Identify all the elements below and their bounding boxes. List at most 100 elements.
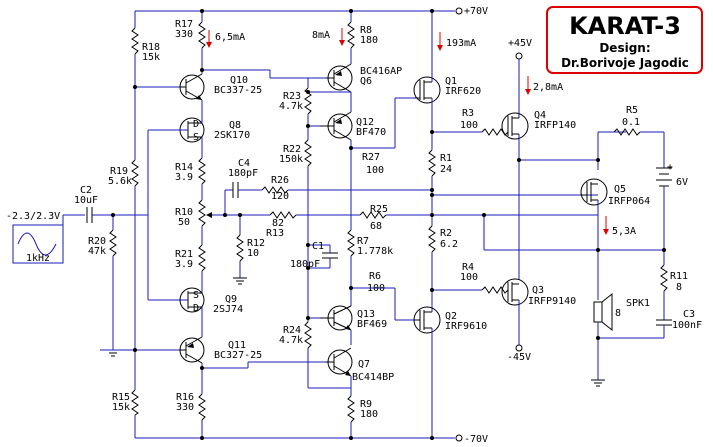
title-design: Design: <box>599 41 650 55</box>
svg-text:R1: R1 <box>440 153 452 164</box>
svg-text:150k: 150k <box>279 154 303 165</box>
svg-text:R12: R12 <box>247 238 265 249</box>
title-box: KARAT-3 Design: Dr.Borivoje Jagodic <box>546 6 703 74</box>
current-arrow-q4: 2,8mA <box>525 76 563 95</box>
q8-jfet: D S Q8 2SK170 <box>179 117 250 143</box>
q6-transistor: BC416AP Q6 <box>326 63 402 93</box>
r21-resistor: R21 3.9 <box>175 226 206 272</box>
r9-resistor: R9 180 <box>347 395 378 423</box>
neg-rail-label: -70V <box>464 434 488 445</box>
svg-text:4.7k: 4.7k <box>279 335 303 346</box>
svg-text:R6: R6 <box>369 271 381 282</box>
svg-text:8: 8 <box>615 308 621 319</box>
svg-text:82: 82 <box>272 218 284 229</box>
r7-resistor: R7 1.778k <box>347 229 393 257</box>
q7-transistor: Q7 BC414BP <box>326 347 394 383</box>
r12-resistor: R12 10 <box>233 215 265 285</box>
q4-mosfet: Q4 IRFP140 <box>501 110 576 140</box>
pos45-label: +45V <box>508 38 532 49</box>
r23-resistor: R23 4.7k <box>279 78 312 115</box>
svg-text:100: 100 <box>460 272 478 283</box>
svg-text:Q3: Q3 <box>532 285 544 296</box>
c3-capacitor: C3 100nF <box>656 309 702 331</box>
svg-text:IRFP064: IRFP064 <box>608 196 650 207</box>
svg-text:47k: 47k <box>88 246 106 257</box>
r16-resistor: R16 330 <box>176 392 206 421</box>
r15-resistor: R15 15k <box>112 389 139 416</box>
svg-text:Q5: Q5 <box>614 184 626 195</box>
svg-text:R22: R22 <box>283 144 301 155</box>
svg-text:Q4: Q4 <box>534 110 546 121</box>
r3-resistor: R3 100 <box>460 108 509 136</box>
svg-text:R16: R16 <box>176 392 194 403</box>
svg-text:C4: C4 <box>238 158 250 169</box>
svg-text:Q10: Q10 <box>230 75 248 86</box>
svg-text:R9: R9 <box>360 399 372 410</box>
current-arrow-q1: 193mA <box>437 32 476 51</box>
svg-text:68: 68 <box>370 221 382 232</box>
svg-text:C2: C2 <box>80 185 92 196</box>
title-name: KARAT-3 <box>569 12 681 40</box>
q1-mosfet: Q1 IRF620 <box>413 76 481 104</box>
pos45-terminal <box>515 52 523 60</box>
svg-text:24: 24 <box>440 164 452 175</box>
junction-dots <box>111 9 666 440</box>
r22-resistor: R22 150k <box>279 139 312 167</box>
svg-text:Q7: Q7 <box>358 359 370 370</box>
svg-text:5.6k: 5.6k <box>108 176 132 187</box>
svg-text:R11: R11 <box>670 271 688 282</box>
r25-resistor: R25 68 <box>359 204 598 232</box>
svg-text:Q11: Q11 <box>228 340 246 351</box>
svg-text:IRF9610: IRF9610 <box>445 321 487 332</box>
svg-text:BC327-25: BC327-25 <box>214 350 262 361</box>
pos-rail-terminal <box>455 7 463 15</box>
svg-text:3.9: 3.9 <box>175 259 193 270</box>
svg-text:BC337-25: BC337-25 <box>214 85 262 96</box>
svg-text:S: S <box>193 290 199 301</box>
r26-resistor: R26 120 <box>261 175 432 202</box>
r13-resistor: 82 R13 <box>266 211 360 239</box>
svg-text:R23: R23 <box>283 91 301 102</box>
svg-text:IRFP9140: IRFP9140 <box>528 296 576 307</box>
svg-text:C1: C1 <box>312 241 324 252</box>
svg-text:BF470: BF470 <box>356 127 386 138</box>
svg-text:SPK1: SPK1 <box>626 298 650 309</box>
r11-resistor: R11 8 <box>660 264 688 293</box>
svg-text:50: 50 <box>178 217 190 228</box>
svg-text:D: D <box>193 303 199 314</box>
svg-text:3.9: 3.9 <box>175 172 193 183</box>
svg-text:R7: R7 <box>357 236 369 247</box>
source-freq: 1kHz <box>26 253 50 264</box>
svg-text:R15: R15 <box>112 392 130 403</box>
svg-text:1.778k: 1.778k <box>357 246 393 257</box>
q11-transistor: Q11 BC327-25 <box>179 336 262 364</box>
svg-text:R24: R24 <box>283 325 301 336</box>
svg-text:180pF: 180pF <box>228 168 258 179</box>
svg-text:6V: 6V <box>676 177 688 188</box>
svg-text:180pF: 180pF <box>290 259 320 270</box>
q12-transistor: Q12 BF470 <box>320 111 386 141</box>
svg-text:8: 8 <box>676 282 682 293</box>
current-arrow-q10: 6,5mA <box>206 30 245 48</box>
neg45-label: -45V <box>507 352 531 363</box>
svg-text:15k: 15k <box>142 52 160 63</box>
ground-symbol-speaker <box>591 379 605 387</box>
svg-text:100: 100 <box>366 165 384 176</box>
svg-text:2SJ74: 2SJ74 <box>213 304 243 315</box>
svg-text:IRF620: IRF620 <box>445 86 481 97</box>
svg-text:R18: R18 <box>142 42 160 53</box>
svg-text:BF469: BF469 <box>357 319 387 330</box>
svg-text:100: 100 <box>367 283 385 294</box>
svg-text:D: D <box>193 119 199 130</box>
svg-text:0.1: 0.1 <box>622 117 640 128</box>
svg-text:330: 330 <box>176 402 194 413</box>
r5-resistor: R5 0.1 <box>613 105 641 136</box>
svg-text:S: S <box>193 132 199 143</box>
svg-text:R21: R21 <box>175 249 193 260</box>
svg-text:R26: R26 <box>271 175 289 186</box>
svg-text:R14: R14 <box>175 162 193 173</box>
svg-text:IRFP140: IRFP140 <box>534 120 576 131</box>
svg-text:10uF: 10uF <box>74 195 98 206</box>
c1-capacitor: C1 180pF <box>290 241 338 270</box>
